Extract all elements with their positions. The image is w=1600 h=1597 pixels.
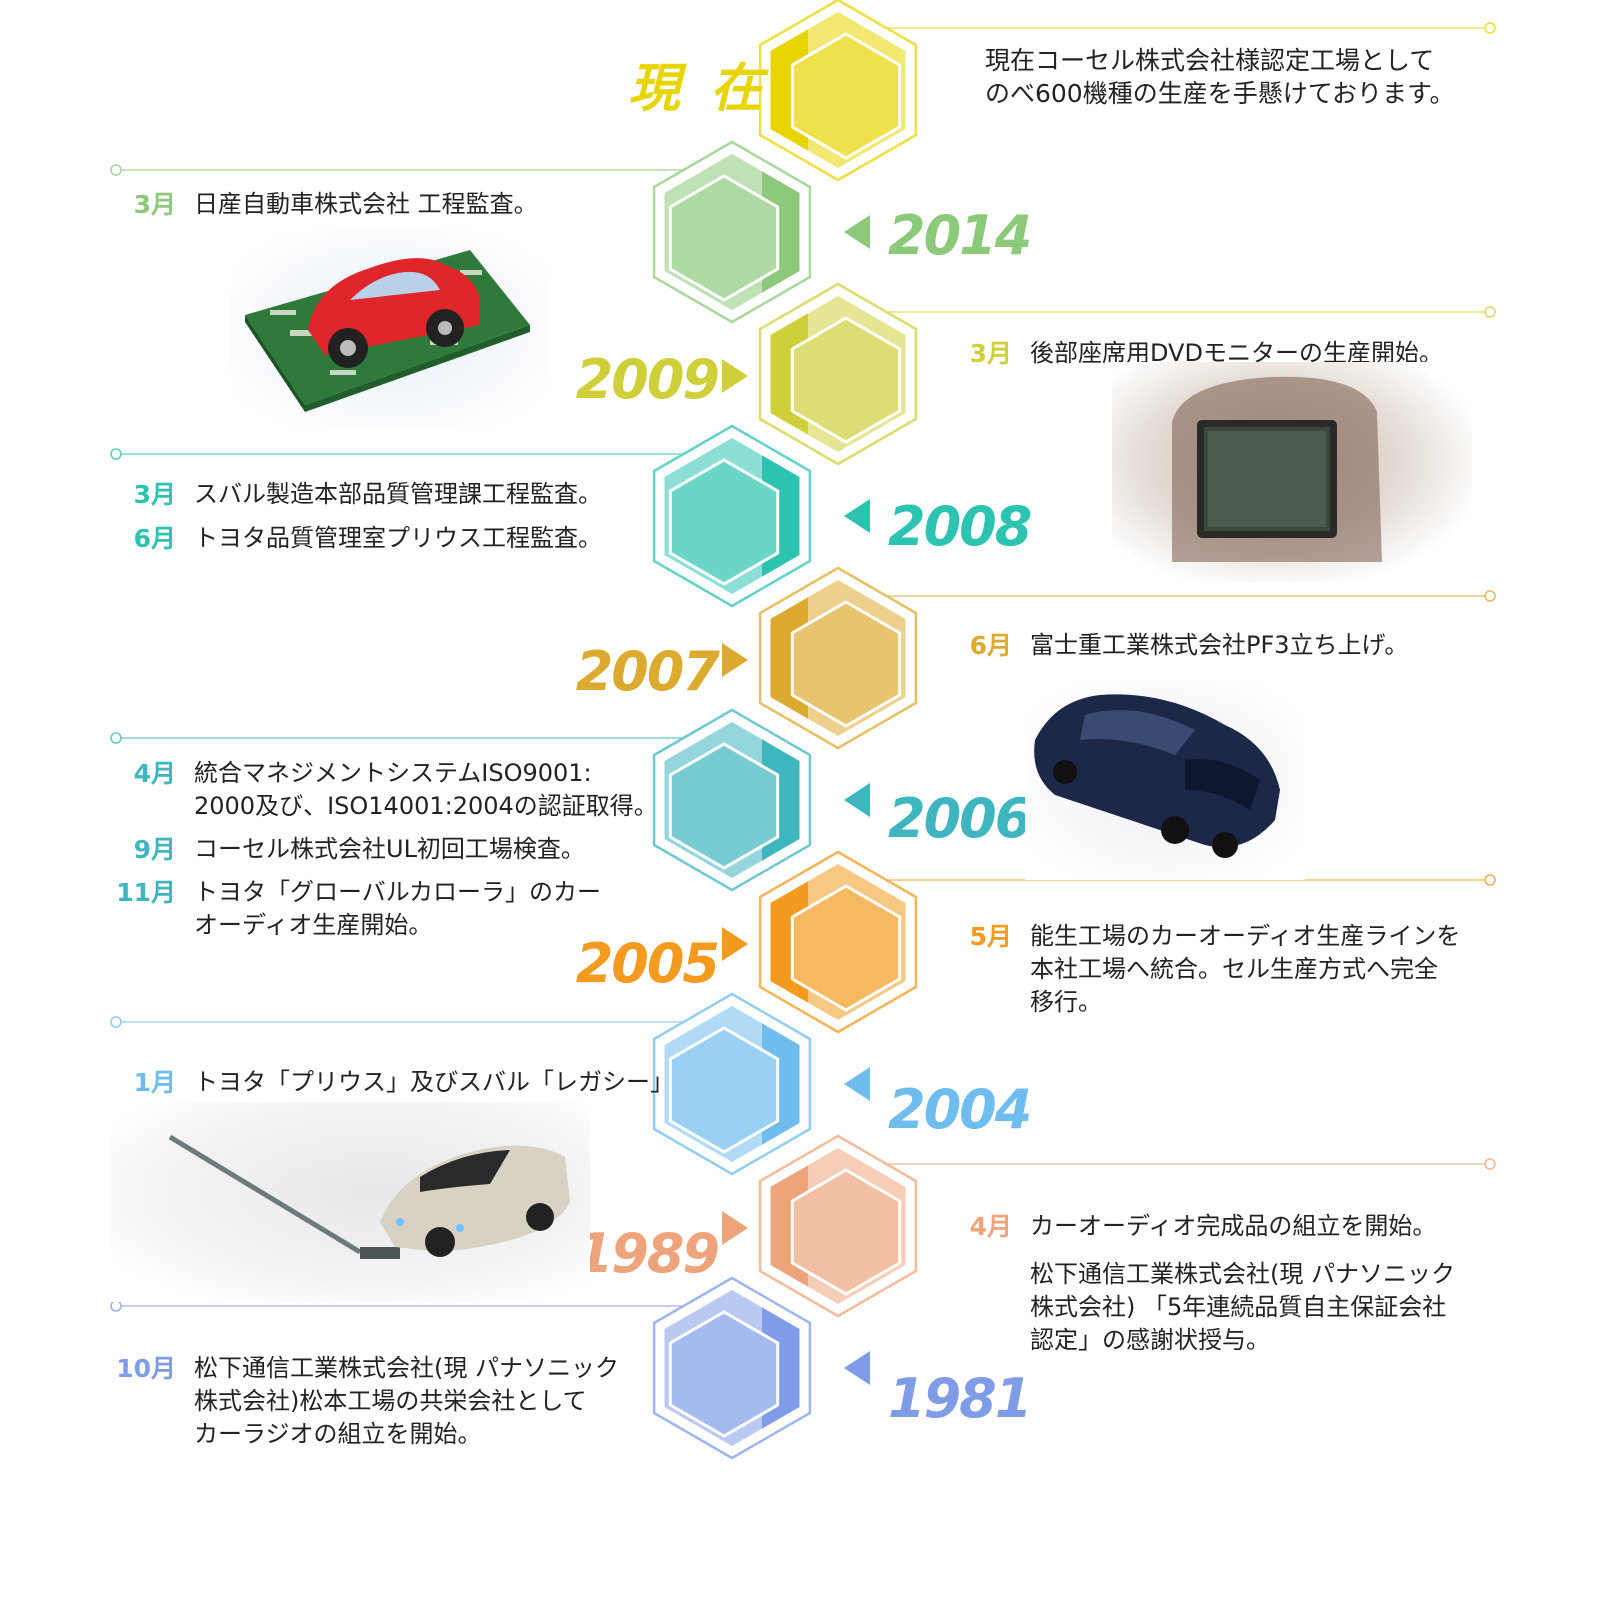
arrow-2005 xyxy=(722,927,748,961)
event-month: 5月 xyxy=(969,922,1012,951)
hex-core-2004 xyxy=(668,1026,780,1154)
event-text: コーセル株式会社UL初回工場検査。 xyxy=(194,835,585,863)
event-2007-1: 6月 富士重工業株式会社PF3立ち上げ。 xyxy=(942,629,1409,663)
hex-core-current xyxy=(790,32,902,160)
event-text: スバル製造本部品質管理課工程監査。 xyxy=(194,480,602,508)
event-text: カーオーディオ完成品の組立を開始。 xyxy=(1030,1212,1437,1240)
event-2005-1: 5月 能生工場のカーオーディオ生産ラインを 本社工場へ統合。セル生産方式へ完全 … xyxy=(942,920,1461,1019)
connector-dot-2004 xyxy=(110,1016,122,1028)
event-2014-1: 3月 日産自動車株式会社 工程監査。 xyxy=(106,188,538,222)
connector-dot-1981 xyxy=(110,1300,122,1312)
event-month: 4月 xyxy=(133,759,176,788)
event-month: 6月 xyxy=(133,524,176,553)
event-month: 3月 xyxy=(133,190,176,219)
event-1989-1: 4月 カーオーディオ完成品の組立を開始。 xyxy=(942,1210,1437,1244)
event-month: 11月 xyxy=(116,878,176,907)
event-1989-note: 松下通信工業株式会社(現 パナソニック 株式会社) 「5年連続品質自主保証会社 … xyxy=(1030,1260,1455,1354)
connector-dot-2005 xyxy=(1484,874,1496,886)
event-text: トヨタ「グローバルカローラ」のカー オーディオ生産開始。 xyxy=(194,878,602,939)
arrow-2006 xyxy=(844,783,870,817)
connector-dot-2014 xyxy=(110,164,122,176)
connector-dot-2008 xyxy=(110,448,122,460)
event-month: 9月 xyxy=(133,835,176,864)
event-month: 6月 xyxy=(969,631,1012,660)
event-text: トヨタ品質管理室プリウス工程監査。 xyxy=(194,524,602,552)
event-2006-1: 4月 統合マネジメントシステムISO9001: 2000及び、ISO14001:… xyxy=(106,757,658,823)
hex-core-2014 xyxy=(668,174,780,302)
year-label-1981: 1981 xyxy=(888,1367,1032,1430)
arrow-2007 xyxy=(722,643,748,677)
hex-core-2009 xyxy=(790,316,902,444)
photo-pcb-toy-car xyxy=(230,230,550,430)
year-label-1989: 1989 xyxy=(575,1222,720,1285)
current-title: 現 在 xyxy=(628,59,769,119)
year-label-2014: 2014 xyxy=(888,204,1032,267)
hex-core-1981 xyxy=(668,1310,780,1438)
event-2006-2: 9月 コーセル株式会社UL初回工場検査。 xyxy=(106,833,585,867)
arrow-2009 xyxy=(722,359,748,393)
event-text: 統合マネジメントシステムISO9001: 2000及び、ISO14001:200… xyxy=(194,759,658,820)
photo-prius-minicar xyxy=(110,1102,590,1302)
current-description: 現在コーセル株式会社様認定工場として のべ600機種の生産を手懸けております。 xyxy=(985,46,1455,108)
arrow-1981 xyxy=(844,1351,870,1385)
year-label-2004: 2004 xyxy=(888,1078,1032,1141)
event-month: 4月 xyxy=(969,1212,1012,1241)
photo-blue-minicar xyxy=(1025,680,1305,880)
connector-dot-2007 xyxy=(1484,590,1496,602)
event-1981-1: 10月 松下通信工業株式会社(現 パナソニック 株式会社)松本工場の共栄会社とし… xyxy=(106,1352,619,1451)
arrow-2004 xyxy=(844,1067,870,1101)
hex-core-2005 xyxy=(790,884,902,1012)
event-text: 能生工場のカーオーディオ生産ラインを 本社工場へ統合。セル生産方式へ完全 移行。 xyxy=(1030,922,1461,1016)
year-label-2006: 2006 xyxy=(888,787,1032,850)
year-label-2009: 2009 xyxy=(575,348,720,411)
event-2008-2: 6月 トヨタ品質管理室プリウス工程監査。 xyxy=(106,522,602,556)
connector-dot-2006 xyxy=(110,732,122,744)
event-2006-3: 11月 トヨタ「グローバルカローラ」のカー オーディオ生産開始。 xyxy=(106,876,601,942)
hex-core-2008 xyxy=(668,458,780,586)
year-label-2005: 2005 xyxy=(575,932,720,995)
event-month: 3月 xyxy=(133,480,176,509)
event-month: 10月 xyxy=(116,1354,176,1383)
arrow-1989 xyxy=(722,1211,748,1245)
event-month: 1月 xyxy=(133,1068,176,1097)
event-text: 松下通信工業株式会社(現 パナソニック 株式会社)松本工場の共栄会社として カー… xyxy=(194,1354,619,1448)
event-2008-1: 3月 スバル製造本部品質管理課工程監査。 xyxy=(106,478,602,512)
hex-core-1989 xyxy=(790,1168,902,1296)
connector-dot-1989 xyxy=(1484,1158,1496,1170)
hex-core-2007 xyxy=(790,600,902,728)
event-text: 富士重工業株式会社PF3立ち上げ。 xyxy=(1030,631,1409,659)
photo-rear-dvd-monitor xyxy=(1112,362,1472,582)
event-text: 日産自動車株式会社 工程監査。 xyxy=(194,190,538,218)
connector-dot-2009 xyxy=(1484,306,1496,318)
year-label-2008: 2008 xyxy=(888,495,1032,558)
year-label-2007: 2007 xyxy=(575,640,720,703)
hex-core-2006 xyxy=(668,742,780,870)
event-month: 3月 xyxy=(969,339,1012,368)
arrow-2008 xyxy=(844,499,870,533)
connector-dot-current xyxy=(1484,22,1496,34)
arrow-2014 xyxy=(844,215,870,249)
